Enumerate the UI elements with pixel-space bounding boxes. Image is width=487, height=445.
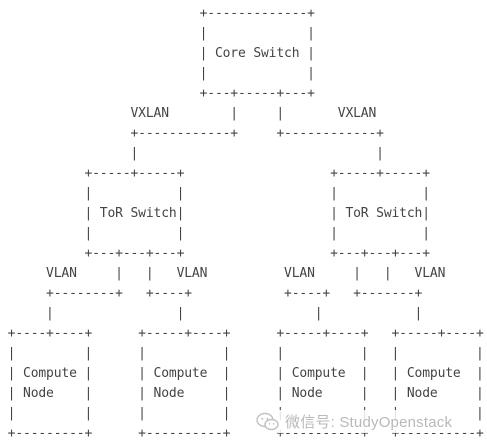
diagram-line: +-------------+ xyxy=(0,6,315,21)
diagram-line: +----+----+ +-----+----+ +-----+----+ +-… xyxy=(0,326,484,341)
diagram-line: | Core Switch | xyxy=(0,46,315,61)
diagram-line: +------------+ +------------+ xyxy=(0,126,384,141)
diagram-line: +-----+-----+ +-----+-----+ xyxy=(0,166,430,181)
diagram-line: | Node | | Node | | Node | | Node | xyxy=(0,386,484,401)
diagram-line: | | | | | | | | xyxy=(0,346,484,361)
watermark: 微信号: StudyOpenstack xyxy=(254,410,455,433)
diagram-line: | ToR Switch| | ToR Switch| xyxy=(0,206,430,221)
diagram-line: | | | | xyxy=(0,306,423,321)
diagram-line: | | xyxy=(0,26,315,41)
watermark-text: 微信号: StudyOpenstack xyxy=(285,414,453,431)
diagram-line: VLAN | | VLAN VLAN | | VLAN xyxy=(0,266,446,281)
diagram-line: +---+---+---+ +---+---+---+ xyxy=(0,246,430,261)
diagram-line: | | | | xyxy=(0,186,430,201)
diagram-line: | | xyxy=(0,66,315,81)
diagram-line: +---+-----+---+ xyxy=(0,86,315,101)
diagram-line: VXLAN | | VXLAN xyxy=(0,106,377,121)
diagram-line: | Compute | | Compute | | Compute | | Co… xyxy=(0,366,484,381)
diagram-line: | | | | xyxy=(0,226,430,241)
wechat-icon xyxy=(256,412,280,432)
diagram-line: | | xyxy=(0,146,384,161)
ascii-diagram: +-------------+ | | | Core Switch | | | … xyxy=(0,4,484,444)
diagram-line: +--------+ +----+ +----+ +-------+ xyxy=(0,286,423,301)
